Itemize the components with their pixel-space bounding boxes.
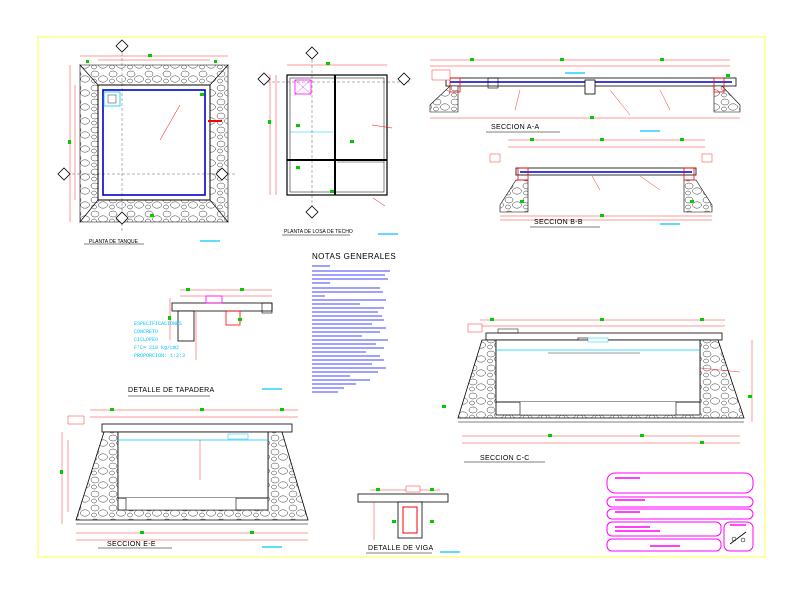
general-notes-body xyxy=(312,265,390,393)
sheet-border xyxy=(37,36,766,558)
section-ee-title: SECCION E-E xyxy=(107,541,156,548)
lid-detail-view xyxy=(128,288,282,397)
plan-tank-title: PLANTA DE TANQUE xyxy=(89,239,138,245)
section-cc-title: SECCION C-C xyxy=(480,455,530,462)
beam-detail-title: DETALLE DE VIGA xyxy=(368,545,434,552)
material-spec-line-2: CONCRETO xyxy=(134,329,159,335)
beam-detail-view xyxy=(357,485,460,554)
section-aa-view xyxy=(429,58,741,133)
material-spec-line-5: PROPORCION: 1:2:3 xyxy=(134,353,186,359)
material-spec-line-4: F'C= 210 kg/cm2 xyxy=(134,345,180,351)
section-bb-view xyxy=(489,138,713,228)
plan-roof-slab-view xyxy=(257,46,411,236)
section-ee-view xyxy=(60,408,309,549)
material-spec-line-1: ESPECIFICACIONES xyxy=(134,321,183,327)
section-aa-title: SECCION A-A xyxy=(491,124,540,131)
material-spec-line-3: CICLOPEO xyxy=(134,337,159,343)
general-notes-title: NOTAS GENERALES xyxy=(312,252,397,261)
lid-detail-title: DETALLE DE TAPADERA xyxy=(128,387,215,394)
section-bb-title: SECCION B-B xyxy=(534,219,583,226)
section-cc-view xyxy=(442,318,753,463)
plan-roof-slab-title: PLANTA DE LOSA DE TECHO xyxy=(284,229,353,235)
plan-tank-view xyxy=(57,39,236,245)
title-block xyxy=(606,472,754,552)
